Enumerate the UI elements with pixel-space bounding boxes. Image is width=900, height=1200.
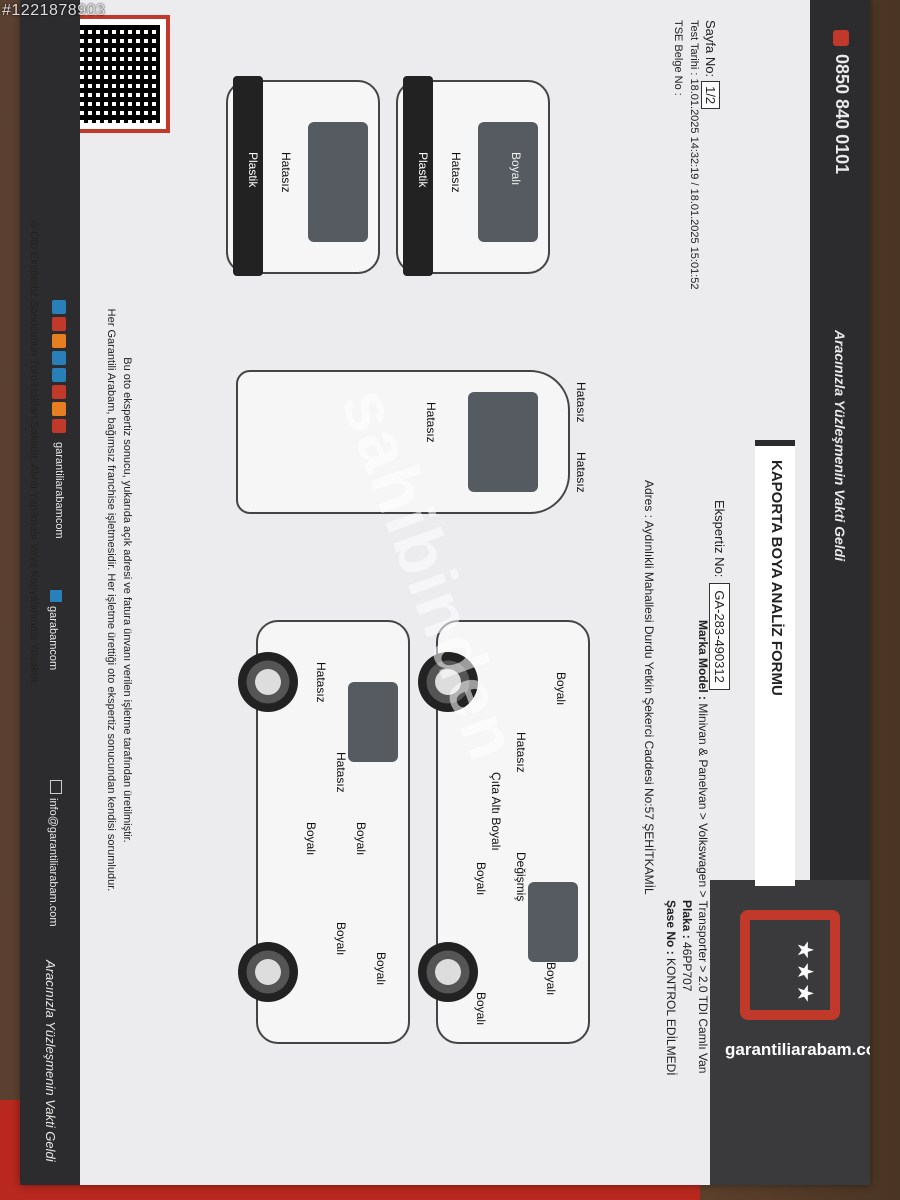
- label-right-rear: Boyalı: [334, 922, 348, 956]
- page-no: Sayfa No: 1/2: [701, 20, 720, 110]
- rear-window: [478, 122, 538, 242]
- label-rear-bumper: Plastik: [416, 152, 430, 188]
- label-rear-glass: Boyalı: [509, 152, 523, 186]
- tse-no: TSE Belge No :: [672, 20, 684, 96]
- expert-label: Ekspertiz No:: [712, 500, 727, 578]
- chassis-value: KONTROL EDİLMEDİ: [664, 958, 678, 1076]
- disclaimer-line-2: Her Garantili Arabam, bağımsız franchise…: [105, 308, 117, 892]
- stars-icon: ★★★: [793, 940, 818, 1006]
- instagram-icon: [52, 334, 66, 348]
- plate-label: Plaka :: [680, 900, 694, 939]
- label-right-slide-door: Boyalı: [354, 822, 368, 856]
- linkedin-icon: [52, 351, 66, 365]
- copyright: © Oto Ekspertiz Sonucunun Tüm Hakları Sa…: [28, 220, 40, 686]
- report-sheet: 0850 840 0101 Aracınızla Yüzleşmenin Vak…: [20, 0, 870, 1185]
- disclaimer: Bu oto ekspertiz sonucu, yukarıda açık a…: [103, 150, 135, 1050]
- vehicle-model: Marka Model : Minivan & Panelvan > Volks…: [696, 620, 710, 1073]
- logo-icon: [740, 910, 840, 1020]
- front-view: Hatasız Plastik: [226, 76, 380, 276]
- label-right-front-door: Hatasız: [334, 752, 348, 793]
- model-label: Marka Model :: [696, 620, 710, 701]
- social-handle-1: garantiliarabamcom: [53, 442, 65, 539]
- tumblr-icon: [52, 368, 66, 382]
- social-handle-2: garabamcom: [47, 590, 62, 670]
- expert-no: Ekspertiz No: GA-283-490312: [709, 500, 730, 690]
- youtube-icon: [52, 317, 66, 331]
- vehicle-chassis: Şase No : KONTROL EDİLMEDİ: [664, 900, 678, 1076]
- chassis-label: Şase No :: [664, 900, 678, 955]
- report-page: 0850 840 0101 Aracınızla Yüzleşmenin Vak…: [20, 0, 870, 1185]
- right-window: [348, 682, 398, 762]
- wheel-icon: [238, 652, 298, 712]
- test-date: Test Tarihi : 18.01.2025 14:32:19 / 18.0…: [688, 20, 700, 290]
- top-windshield: [468, 392, 538, 492]
- mail-icon: [50, 780, 62, 794]
- label-left-door: Değişmiş: [514, 852, 528, 902]
- form-title-bar: KAPORTA BOYA ANALİZ FORMU: [755, 440, 795, 886]
- foursquare-icon: [52, 419, 66, 433]
- left-window: [528, 882, 578, 962]
- windshield: [308, 122, 368, 242]
- label-left-quarter: Boyalı: [554, 672, 568, 706]
- image-id: #1221878903: [2, 2, 106, 19]
- model-value: Minivan & Panelvan > Volkswagen > Transp…: [696, 703, 710, 1074]
- expert-value: GA-283-490312: [709, 583, 730, 690]
- social-handle-2-text: garabamcom: [47, 606, 59, 671]
- label-left-sill: Boyalı: [474, 862, 488, 896]
- header-slogan: Aracınızla Yüzleşmenin Vakti Geldi: [832, 330, 848, 562]
- wheel-icon: [238, 942, 298, 1002]
- pinterest-icon: [52, 385, 66, 399]
- label-left-rear: Boyalı: [544, 962, 558, 996]
- logo-block: ★★★ garantiliarabam.com: [710, 880, 870, 1185]
- phone-number: 0850 840 0101: [832, 54, 852, 175]
- label-right-quarter: Boyalı: [374, 952, 388, 986]
- vehicle-plate: Plaka : 46PP707: [680, 900, 694, 991]
- social-icons: garantiliarabamcom: [52, 300, 66, 539]
- label-hood: Hatasız: [279, 152, 293, 193]
- phone: 0850 840 0101: [831, 30, 852, 174]
- label-roof: Hatasız: [424, 402, 438, 443]
- brand-text: garantiliarabam.com: [725, 1040, 870, 1059]
- label-rear-door: Hatasız: [449, 152, 463, 193]
- footer-slogan: Aracınızla Yüzleşmenin Vakti Geldi: [43, 960, 58, 1162]
- label-right-sill: Boyalı: [304, 822, 318, 856]
- facebook-icon: [52, 300, 66, 314]
- blogger-icon: [52, 402, 66, 416]
- rear-view: Boyalı Hatasız Plastik: [396, 76, 550, 276]
- label-front-left: Hatasız: [574, 382, 588, 423]
- email-text: info@garantiliarabam.com: [47, 798, 59, 927]
- wheel-icon: [418, 942, 478, 1002]
- disclaimer-line-1: Bu oto ekspertiz sonucu, yukarıda açık a…: [121, 357, 133, 843]
- phone-icon: [833, 30, 850, 46]
- plate-value: 46PP707: [680, 942, 694, 992]
- label-right-front-fender: Hatasız: [314, 662, 328, 703]
- label-left-rear-lower: Boyalı: [474, 992, 488, 1026]
- form-title: KAPORTA BOYA ANALİZ FORMU: [768, 460, 785, 696]
- vehicle-address: Adres : Aydınlıkli Mahallesi Durdu Yetki…: [642, 480, 656, 895]
- page-label: Sayfa No:: [703, 20, 718, 78]
- label-front-right: Hatasız: [574, 452, 588, 493]
- page-value: 1/2: [701, 81, 720, 110]
- label-front-bumper: Plastik: [246, 152, 260, 188]
- right-side-view: Hatasız Hatasız Boyalı Boyalı Boyalı Boy…: [238, 620, 410, 1044]
- label-left-cita: Çıta Altı Boyalı: [489, 772, 503, 851]
- twitter-icon: [50, 590, 62, 602]
- email: info@garantiliarabam.com: [47, 780, 62, 927]
